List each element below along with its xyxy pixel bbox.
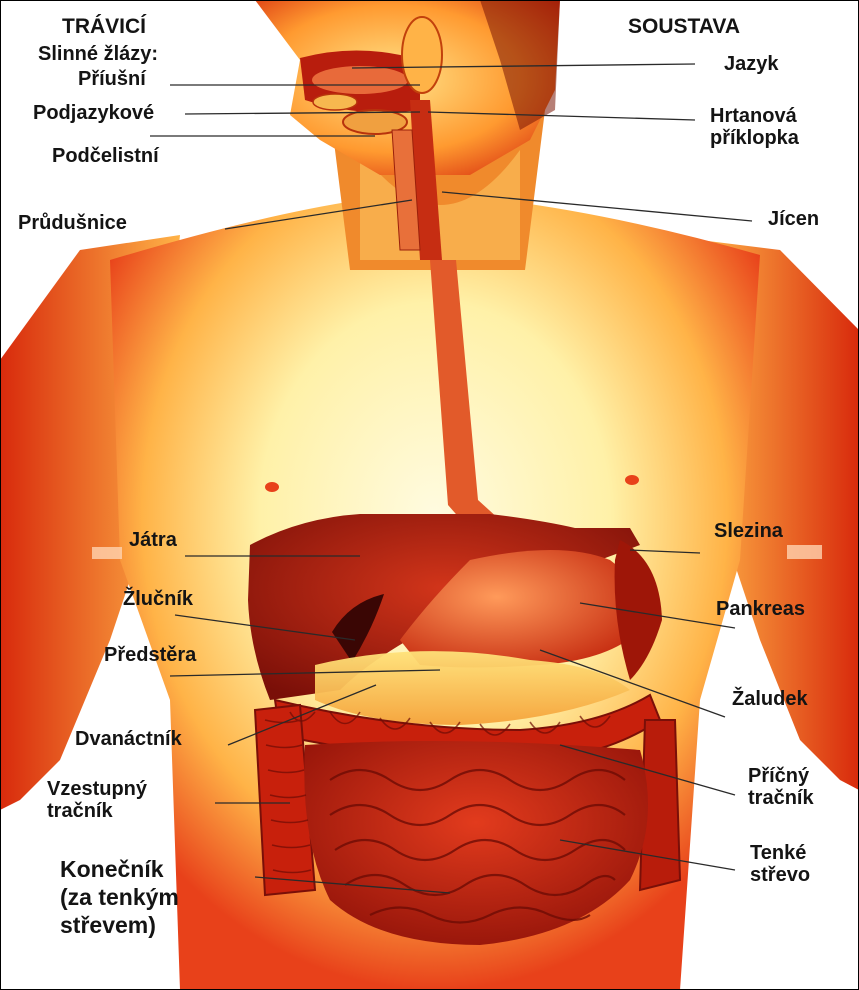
label-priusni: Příušní: [78, 68, 146, 90]
parotid-gland: [402, 17, 442, 93]
label-predstera: Předstěra: [104, 644, 196, 666]
label-hrtanova-priklopka: Hrtanová příklopka: [710, 105, 799, 149]
label-pankreas: Pankreas: [716, 598, 805, 620]
label-slinne-zlazy: Slinné žlázy:: [38, 43, 158, 65]
title-right: SOUSTAVA: [628, 16, 740, 38]
label-konecnik: Konečník (za tenkým střevem): [60, 855, 179, 939]
label-tenke-strevo: Tenké střevo: [750, 842, 810, 886]
label-zaludek: Žaludek: [732, 688, 808, 710]
label-pricny-tracnik: Příčný tračník: [748, 765, 814, 809]
label-zlucnik: Žlučník: [123, 588, 193, 610]
label-vzestupny: Vzestupný tračník: [47, 778, 147, 822]
label-podjazykove: Podjazykové: [33, 102, 154, 124]
sublingual-gland: [313, 94, 357, 110]
label-jatra: Játra: [129, 529, 177, 551]
label-podcelistni: Podčelistní: [52, 145, 159, 167]
title-left: TRÁVICÍ: [62, 16, 146, 38]
label-prudusnice: Průdušnice: [18, 212, 127, 234]
tongue: [312, 66, 408, 94]
label-slezina: Slezina: [714, 520, 783, 542]
label-dvanactnik: Dvanáctník: [75, 728, 182, 750]
label-jazyk: Jazyk: [724, 53, 779, 75]
label-jicen: Jícen: [768, 208, 819, 230]
